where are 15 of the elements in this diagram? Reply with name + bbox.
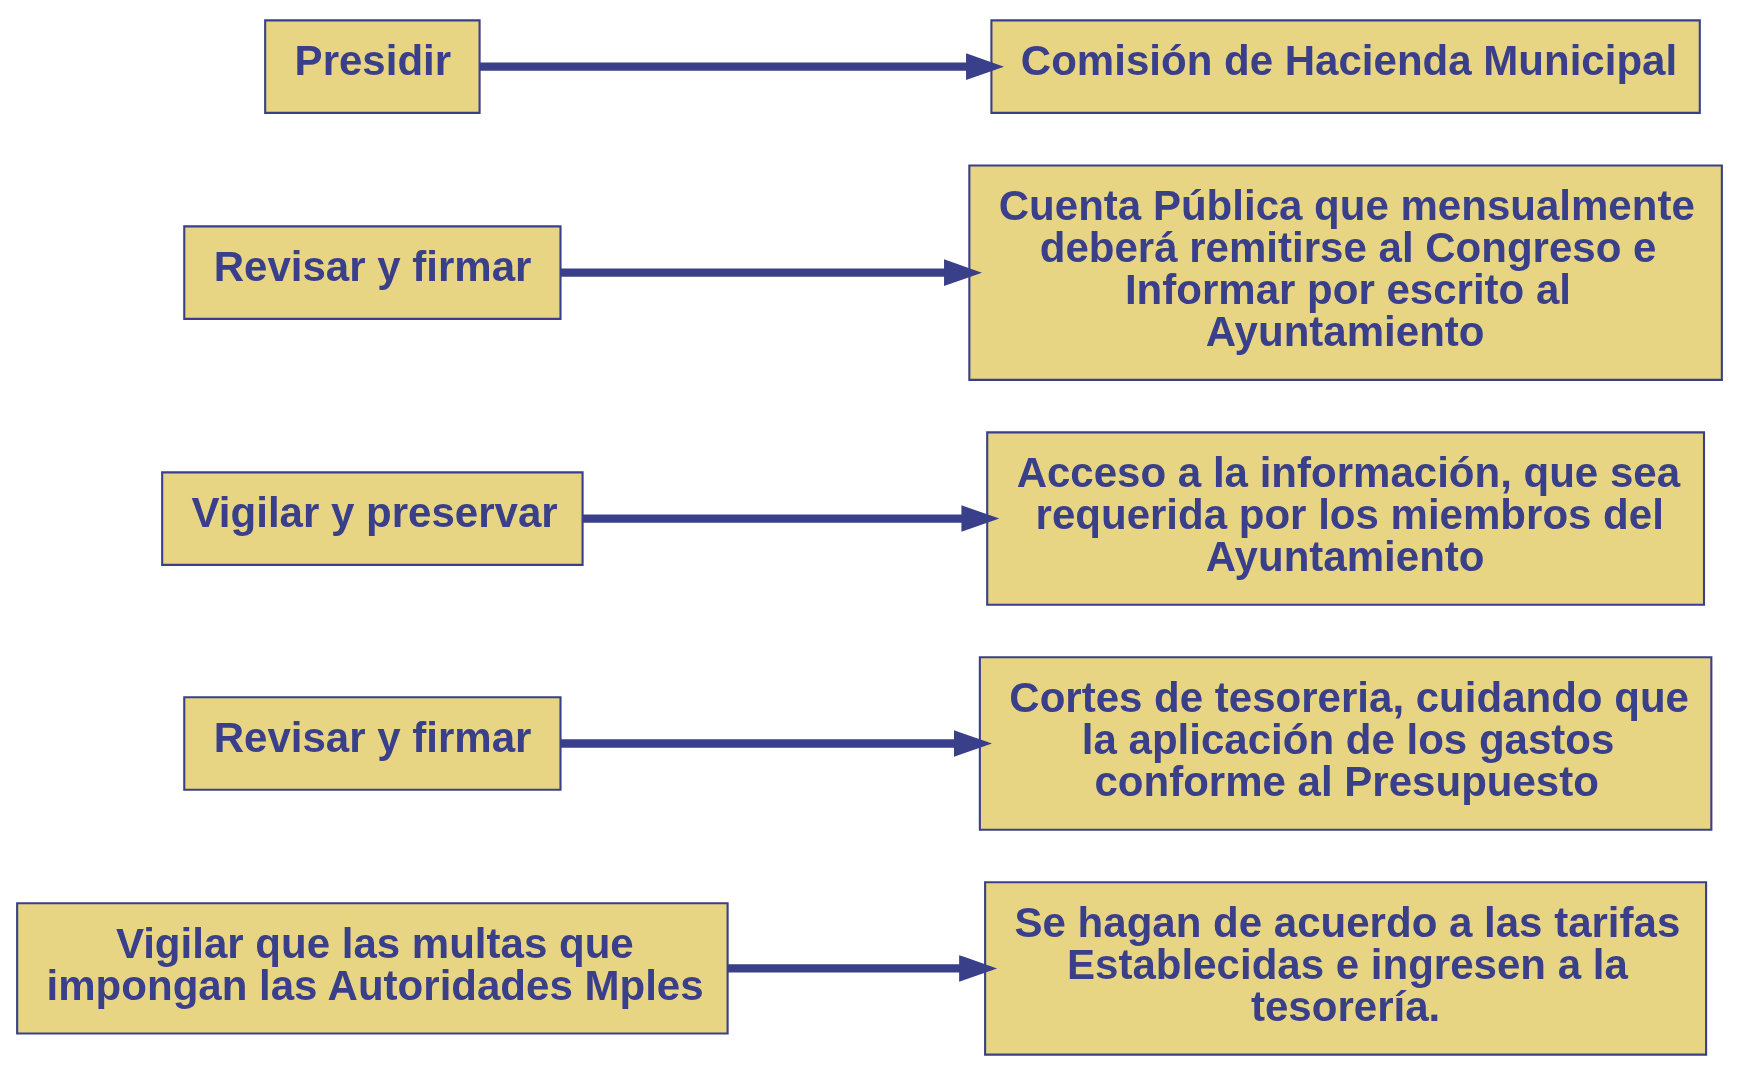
node-box: Revisar y firmar bbox=[183, 225, 562, 320]
node-box: Cortes de tesoreria, cuidando que la aplicación de los gastos conforme al Presupuesto bbox=[978, 656, 1713, 831]
node-box: Cuenta Pública que mensualmente deberá remitirse al Congreso e Informar por escrito al Ayuntamiento bbox=[968, 164, 1723, 381]
node-box: Revisar y firmar bbox=[183, 696, 562, 791]
arrow bbox=[582, 505, 1000, 532]
node-box: Presidir bbox=[264, 19, 481, 114]
node-box: Vigilar y preservar bbox=[161, 471, 584, 566]
node-box: Se hagan de acuerdo a las tarifas Establecidas e ingresen a la tesorería. bbox=[984, 881, 1708, 1056]
arrow bbox=[560, 259, 982, 286]
node-box: Acceso a la información, que sea requerida por los miembros del Ayuntamiento bbox=[986, 431, 1706, 606]
arrow bbox=[560, 730, 992, 757]
arrow bbox=[480, 53, 1004, 80]
arrow bbox=[727, 955, 998, 982]
node-box: Comisión de Hacienda Municipal bbox=[990, 19, 1701, 114]
node-box: Vigilar que las multas que impongan las Autoridades Mples bbox=[16, 902, 729, 1035]
